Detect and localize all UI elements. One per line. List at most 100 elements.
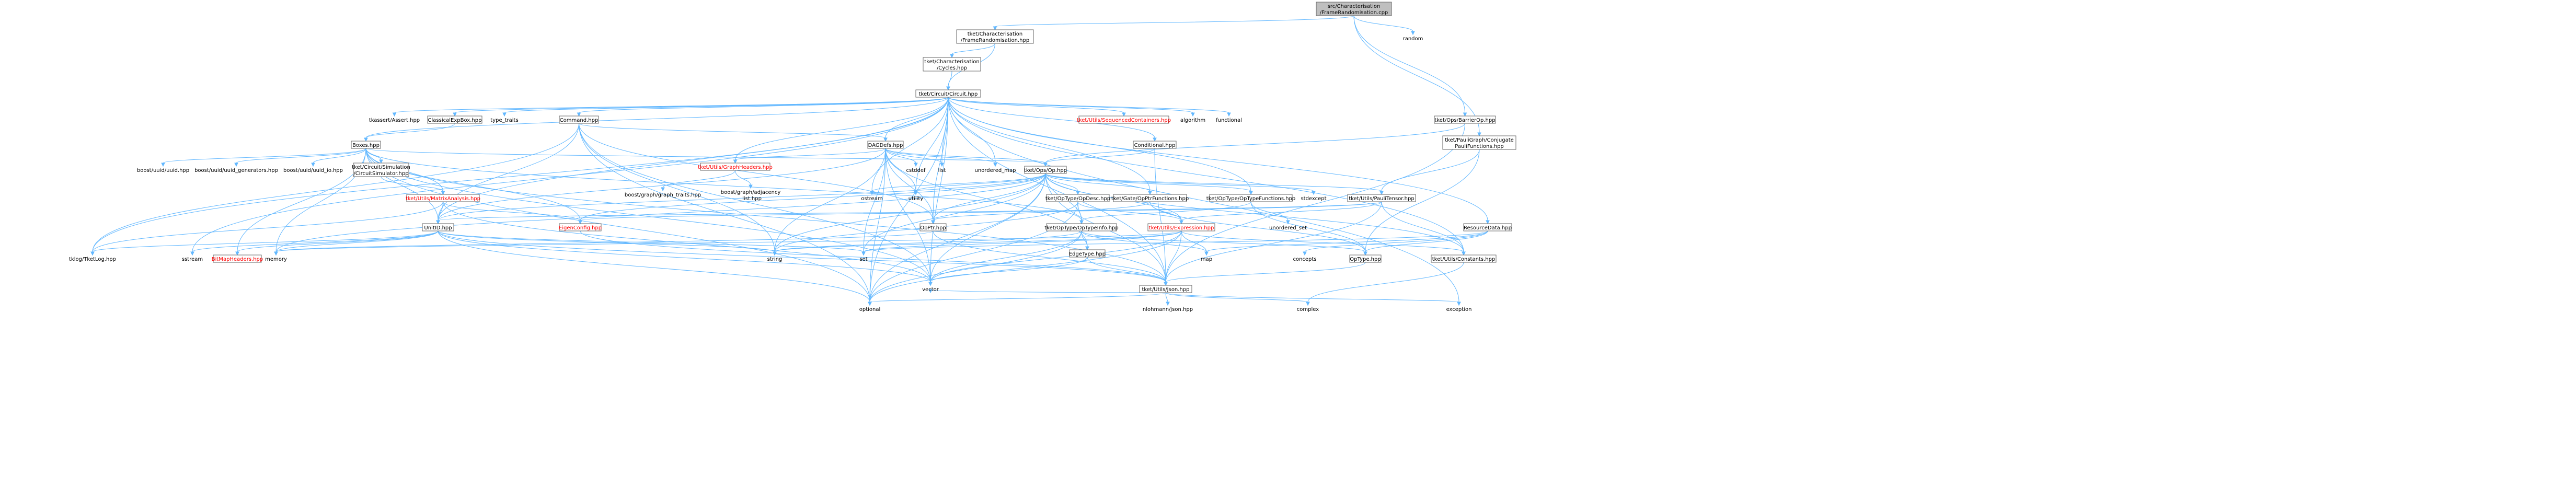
node-utility[interactable]: utility (908, 196, 924, 202)
node-eigenconfig[interactable]: EigenConfig.hpp (559, 223, 602, 231)
node-unordmap[interactable]: unordered_map (975, 168, 1016, 173)
node-functional[interactable]: functional (1216, 118, 1242, 123)
node-map[interactable]: map (1201, 257, 1212, 262)
node-optypefunc[interactable]: tket/OpType/OpTypeFunctions.hpp (1206, 194, 1296, 202)
node-opdesc[interactable]: tket/OpType/OpDesc.hpp (1045, 194, 1110, 202)
edge-gateop-to-opptr (931, 201, 1151, 225)
node-label: tket/Utils/MatrixAnalysis.hpp (406, 196, 480, 202)
node-set[interactable]: set (859, 257, 867, 262)
node-edgetype[interactable]: EdgeType.hpp (1069, 249, 1106, 258)
node-label: tket/Utils/Json.hpp (1142, 287, 1189, 293)
node-complex[interactable]: complex (1297, 307, 1319, 312)
node-barrier[interactable]: tket/Ops/BarrierOp.hpp (1434, 115, 1496, 124)
node-typetraits[interactable]: type_traits (490, 118, 518, 123)
node-cstddef[interactable]: cstddef (906, 168, 926, 173)
edge-root-to-barrier (1353, 15, 1467, 117)
node-label: boost/graph/graph_traits.hpp (625, 192, 701, 198)
edge-barrier-to-opsop (1043, 123, 1465, 167)
node-matrixanalysis[interactable]: tket/Utils/MatrixAnalysis.hpp (406, 194, 480, 202)
node-stdexcept[interactable]: stdexcept (1301, 196, 1326, 202)
node-label: list (938, 168, 946, 173)
edge-root-to-frh (993, 15, 1354, 31)
node-gateop[interactable]: tket/Gate/OpPtrFunctions.hpp (1111, 194, 1189, 202)
node-adjlist[interactable]: boost/graph/adjacency_list.hpp (721, 190, 781, 202)
node-assert[interactable]: tkassert/Assert.hpp (369, 118, 420, 123)
node-label: tket/OpType/OpTypeInfo.hpp (1044, 225, 1119, 231)
node-sstream[interactable]: sstream (182, 257, 203, 262)
node-nlohmann[interactable]: nlohmann/json.hpp (1143, 307, 1193, 312)
node-opptr[interactable]: OpPtr.hpp (919, 223, 947, 231)
node-optypeinfo[interactable]: tket/OpType/OpTypeInfo.hpp (1044, 223, 1119, 231)
node-vector[interactable]: vector (922, 287, 939, 293)
node-dagdefs[interactable]: DAGDefs.hpp (867, 141, 904, 149)
node-pauliconj[interactable]: tket/PauliGraph/ConjugatePauliFunctions.… (1442, 135, 1516, 150)
node-classicalexp[interactable]: ClassicalExpBox.hpp (427, 115, 482, 124)
edge-unitid-to-set (438, 230, 866, 256)
edge-optypeinfo-to-optype (1081, 230, 1367, 256)
node-expression[interactable]: tket/Utils/Expression.hpp (1147, 223, 1215, 231)
node-label: tket/Utils/PauliTensor.hpp (1349, 196, 1414, 202)
node-exception[interactable]: exception (1446, 307, 1472, 312)
node-label: tket/PauliGraph/Conjugate (1445, 137, 1514, 143)
node-algorithm[interactable]: algorithm (1180, 118, 1205, 123)
node-label: tket/Ops/Op.hpp (1024, 168, 1067, 173)
edge-opsop-to-opdesc (1045, 173, 1080, 195)
node-label: OpType.hpp (1350, 257, 1381, 262)
node-unordset[interactable]: unordered_set (1269, 225, 1307, 231)
node-random[interactable]: random (1403, 36, 1423, 42)
node-label: tket/Characterisation (968, 31, 1022, 37)
node-opsop[interactable]: tket/Ops/Op.hpp (1024, 166, 1067, 174)
node-bitmap[interactable]: BitMapHeaders.hpp (212, 254, 263, 263)
node-constants[interactable]: tket/Utils/Constants.hpp (1431, 254, 1497, 263)
node-label: utility (908, 196, 924, 202)
node-concepts[interactable]: concepts (1293, 257, 1316, 262)
node-label: DAGDefs.hpp (868, 143, 903, 148)
node-uuidio[interactable]: boost/uuid/uuid_io.hpp (283, 168, 343, 173)
node-label: complex (1297, 307, 1319, 312)
node-label: nlohmann/json.hpp (1143, 307, 1193, 312)
node-label: optional (859, 307, 881, 312)
edge-circuit-to-graphhdr (733, 97, 949, 164)
node-label: PauliFunctions.hpp (1455, 144, 1504, 149)
edge-resourcedata-to-optype (1363, 230, 1488, 256)
node-memory[interactable]: memory (265, 257, 287, 262)
node-ostream[interactable]: ostream (861, 196, 882, 202)
node-uuidgen[interactable]: boost/uuid/uuid_generators.hpp (194, 168, 278, 173)
node-label: vector (922, 287, 939, 293)
node-label: tket/Utils/Expression.hpp (1149, 225, 1214, 231)
edge-optypeinfo-to-vector (928, 230, 1082, 286)
node-string[interactable]: string (767, 257, 783, 262)
node-paulitensor[interactable]: tket/Utils/PauliTensor.hpp (1347, 194, 1416, 202)
node-list[interactable]: list (938, 168, 946, 173)
node-graphtraits[interactable]: boost/graph/graph_traits.hpp (625, 192, 701, 198)
node-optype[interactable]: OpType.hpp (1349, 254, 1382, 263)
node-uuid[interactable]: boost/uuid/uuid.hpp (137, 168, 189, 173)
node-label: tket/OpType/OpTypeFunctions.hpp (1206, 196, 1296, 202)
edge-pauliconj-to-paulitensor (1379, 149, 1480, 195)
node-tketlog[interactable]: tklog/TketLog.hpp (69, 257, 116, 262)
node-frh[interactable]: tket/Characterisation/FrameRandomisation… (956, 29, 1034, 44)
node-graphhdr[interactable]: tket/Utils/GraphHeaders.hpp (698, 163, 773, 171)
edge-optype-to-json (1164, 262, 1366, 286)
node-boxes[interactable]: Boxes.hpp (351, 141, 381, 149)
node-root[interactable]: src/Characterisation/FrameRandomisation.… (1316, 2, 1392, 16)
edge-opsop-to-stdexcept (1045, 173, 1316, 195)
node-command[interactable]: Command.hpp (559, 115, 599, 124)
edge-circuit-to-conditional (948, 97, 1157, 142)
edge-paulitensor-to-expression (1179, 201, 1382, 225)
node-label: EigenConfig.hpp (559, 225, 602, 231)
node-json[interactable]: tket/Utils/Json.hpp (1139, 285, 1192, 293)
edge-command-to-string (579, 123, 777, 256)
node-cycles[interactable]: tket/Characterisation/Cycles.hpp (923, 57, 981, 72)
edge-circuit-to-command (577, 97, 949, 117)
node-conditional[interactable]: Conditional.hpp (1133, 141, 1177, 149)
node-circuit[interactable]: tket/Circuit/Circuit.hpp (915, 89, 981, 98)
node-label: /FrameRandomisation.cpp (1320, 10, 1388, 16)
node-optional[interactable]: optional (859, 307, 881, 312)
node-unitid[interactable]: UnitID.hpp (422, 223, 454, 231)
node-circsim[interactable]: tket/Circuit/Simulation/CircuitSimulator… (352, 163, 410, 177)
edge-boxes-to-bitmap (235, 148, 366, 256)
node-seqcont[interactable]: tket/Utils/SequencedContainers.hpp (1077, 115, 1171, 124)
node-resourcedata[interactable]: ResourceData.hpp (1463, 223, 1512, 231)
